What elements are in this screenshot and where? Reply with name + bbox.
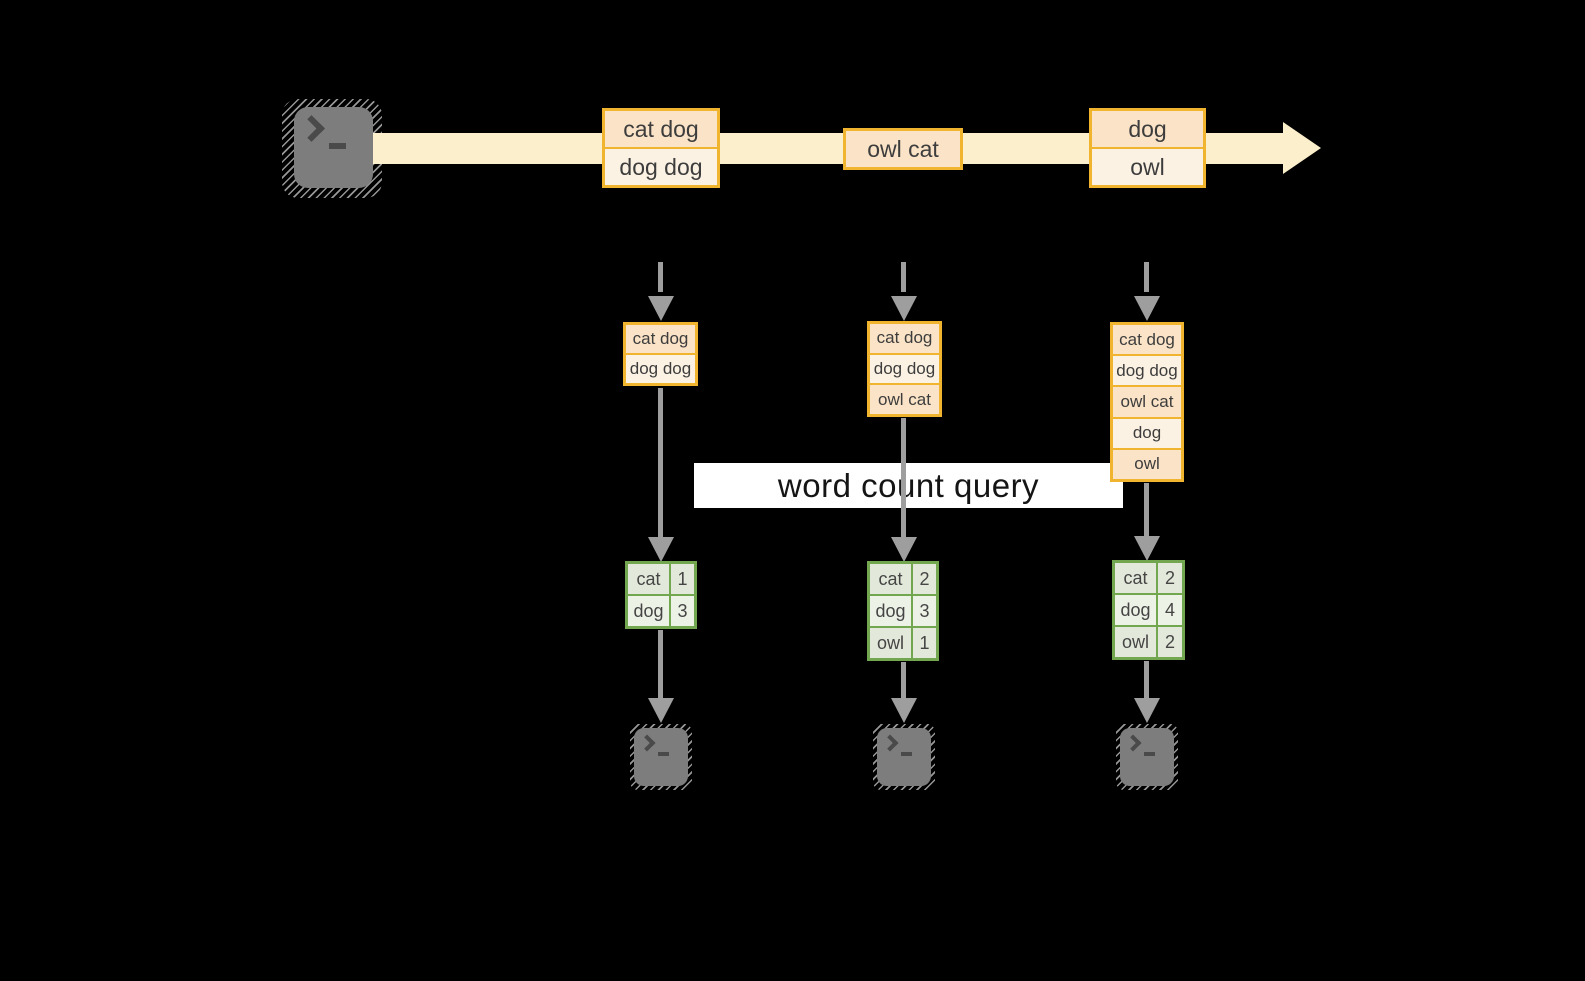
prompt-chevron-icon — [638, 734, 656, 752]
count-cell: 4 — [1158, 595, 1182, 625]
buffer-line: cat dog — [1113, 325, 1181, 355]
buffer-line: owl — [1113, 447, 1181, 480]
prompt-chevron-icon — [881, 734, 899, 752]
count-cell: 3 — [913, 596, 936, 626]
stream-batch-3: dog owl — [1089, 108, 1206, 188]
buffer-line: owl cat — [870, 383, 939, 415]
word-cell: owl — [870, 628, 911, 658]
count-cell: 3 — [671, 596, 694, 626]
stream-batch-2: owl cat — [843, 128, 963, 170]
batch-line: dog — [1092, 111, 1203, 147]
arrow-shaft — [901, 418, 906, 537]
buffer-line: dog — [1113, 416, 1181, 448]
buffer-line: cat dog — [870, 324, 939, 353]
arrow-shaft — [901, 662, 906, 699]
input-buffer-1: cat dog dog dog — [623, 322, 698, 386]
dashed-arrow-head — [648, 296, 674, 321]
prompt-chevron-icon — [298, 115, 325, 142]
stream-batch-1: cat dog dog dog — [602, 108, 720, 188]
arrow-shaft — [658, 630, 663, 699]
count-cell: 2 — [913, 564, 936, 594]
arrow-head — [1134, 536, 1160, 561]
prompt-underscore-icon — [329, 143, 346, 149]
dashed-arrow-head — [891, 296, 917, 321]
arrow-shaft — [658, 388, 663, 537]
buffer-line: dog dog — [1113, 354, 1181, 386]
buffer-line: dog dog — [870, 352, 939, 384]
word-cell: dog — [1115, 595, 1156, 625]
arrow-head — [1134, 698, 1160, 723]
word-cell: cat — [1115, 563, 1156, 593]
stream-arrowhead — [1283, 122, 1321, 174]
word-cell: dog — [628, 596, 669, 626]
word-cell: cat — [870, 564, 911, 594]
count-table-2: cat 2 dog 3 owl 1 — [867, 561, 939, 661]
buffer-line: owl cat — [1113, 385, 1181, 417]
prompt-underscore-icon — [901, 752, 912, 756]
count-cell: 1 — [913, 628, 936, 658]
arrow-shaft — [1144, 483, 1149, 536]
prompt-chevron-icon — [1124, 734, 1142, 752]
arrow-head — [648, 537, 674, 562]
batch-line: cat dog — [605, 111, 717, 147]
prompt-underscore-icon — [1144, 752, 1155, 756]
terminal-icon — [1120, 728, 1174, 786]
word-cell: cat — [628, 564, 669, 594]
arrow-shaft — [1144, 661, 1149, 699]
count-cell: 2 — [1158, 627, 1182, 657]
count-cell: 2 — [1158, 563, 1182, 593]
arrow-head — [891, 698, 917, 723]
terminal-icon — [294, 107, 373, 188]
dashed-arrow-shaft — [658, 262, 663, 292]
arrow-head — [891, 537, 917, 562]
dashed-arrow-head — [1134, 296, 1160, 321]
batch-line: owl cat — [846, 131, 960, 167]
query-label: word count query — [694, 463, 1123, 508]
batch-line: dog dog — [605, 147, 717, 185]
prompt-underscore-icon — [658, 752, 669, 756]
word-cell: dog — [870, 596, 911, 626]
buffer-line: dog dog — [626, 353, 695, 383]
input-buffer-3: cat dog dog dog owl cat dog owl — [1110, 322, 1184, 482]
terminal-icon — [634, 728, 688, 786]
arrow-head — [648, 698, 674, 723]
batch-line: owl — [1092, 147, 1203, 185]
dashed-arrow-shaft — [901, 262, 906, 292]
count-cell: 1 — [671, 564, 694, 594]
word-cell: owl — [1115, 627, 1156, 657]
buffer-line: cat dog — [626, 325, 695, 353]
terminal-icon — [877, 728, 931, 786]
count-table-1: cat 1 dog 3 — [625, 561, 697, 629]
count-table-3: cat 2 dog 4 owl 2 — [1112, 560, 1185, 660]
input-buffer-2: cat dog dog dog owl cat — [867, 321, 942, 417]
dashed-arrow-shaft — [1144, 262, 1149, 292]
